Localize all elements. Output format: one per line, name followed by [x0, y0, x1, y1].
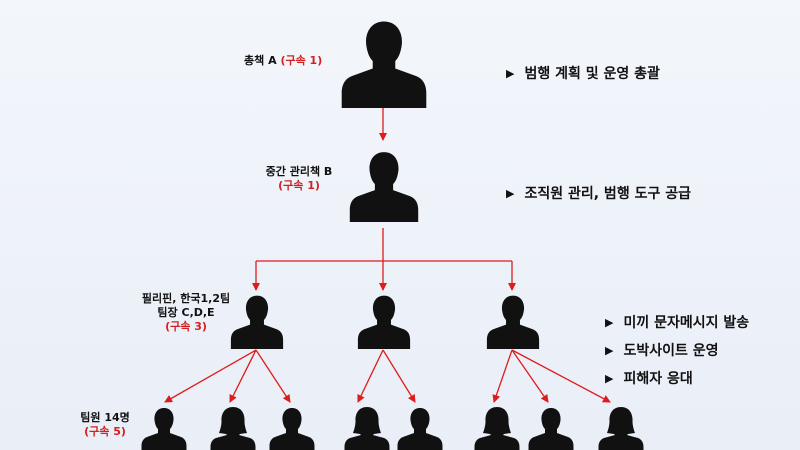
duty-middle: ▶ 조직원 관리, 범행 도구 공급 [506, 183, 691, 203]
role-leaders-line2: 팀장 C,D,E [157, 306, 215, 319]
bullet-arrow-icon: ▶ [605, 343, 614, 357]
leader-d-silhouette [357, 295, 411, 349]
leader-e-silhouette [486, 295, 540, 349]
arrow-leaders-to-members [164, 349, 611, 403]
role-middle-name: 중간 관리책 B [265, 165, 333, 178]
role-members-detained: (구속 5) [84, 425, 126, 438]
role-top-detained: (구속 1) [280, 54, 323, 67]
bullet-arrow-icon: ▶ [605, 371, 614, 385]
member-silhouette [141, 408, 187, 450]
duty-top-text: 범행 계획 및 운영 총괄 [524, 66, 660, 82]
role-label-members: 팀원 14명 (구속 5) [70, 411, 140, 439]
bullet-arrow-icon: ▶ [605, 315, 614, 329]
member-silhouette [528, 408, 574, 450]
manager-b-silhouette [349, 152, 419, 222]
role-members-name: 팀원 14명 [80, 411, 130, 424]
duty-team-3: ▶ 피해자 응대 [605, 368, 693, 388]
role-label-top: 총책 A (구속 1) [244, 54, 322, 68]
member-silhouette [210, 407, 256, 450]
member-silhouette [269, 408, 315, 450]
duty-team-1: ▶ 미끼 문자메시지 발송 [605, 312, 749, 332]
duty-middle-text: 조직원 관리, 범행 도구 공급 [524, 186, 691, 202]
role-top-name: 총책 A [244, 54, 277, 67]
bullet-arrow-icon: ▶ [506, 66, 515, 80]
boss-a-silhouette [341, 21, 427, 108]
member-silhouette [397, 408, 443, 450]
role-label-leaders: 필리핀, 한국1,2팀 팀장 C,D,E (구속 3) [130, 292, 242, 334]
duty-team-text: 미끼 문자메시지 발송 [623, 315, 750, 331]
duty-team-2: ▶ 도박사이트 운영 [605, 340, 719, 360]
role-leaders-detained: (구속 3) [165, 320, 207, 333]
member-silhouette [344, 407, 390, 450]
role-middle-detained: (구속 1) [278, 179, 320, 192]
member-silhouette [598, 407, 644, 450]
duty-top: ▶ 범행 계획 및 운영 총괄 [506, 63, 660, 83]
duty-team-text: 피해자 응대 [623, 371, 693, 387]
bullet-arrow-icon: ▶ [506, 186, 515, 200]
role-leaders-line1: 필리핀, 한국1,2팀 [141, 292, 231, 305]
member-silhouette [474, 407, 520, 450]
role-label-middle: 중간 관리책 B (구속 1) [245, 165, 353, 193]
arrow-middle-to-leaders [252, 228, 516, 291]
duty-team-text: 도박사이트 운영 [623, 343, 719, 359]
